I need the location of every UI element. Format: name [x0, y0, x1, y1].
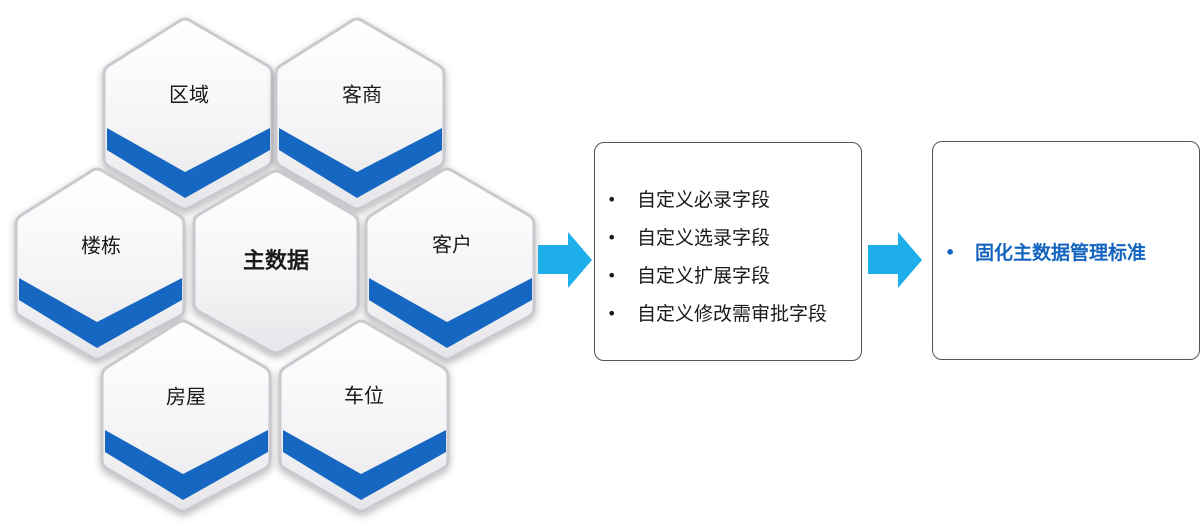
hex-label-region: 区域 — [169, 83, 209, 107]
bullet-icon: • — [607, 304, 617, 323]
hex-label-merchant: 客商 — [342, 83, 382, 107]
bullet-icon: • — [607, 266, 617, 285]
bullet-icon: • — [607, 228, 617, 247]
list-item: • 自定义扩展字段 — [607, 257, 827, 295]
arrow-right-icon — [868, 232, 922, 288]
hex-label-parking: 车位 — [344, 384, 384, 408]
bullet-icon: • — [945, 243, 956, 262]
hex-label-center: 主数据 — [243, 248, 309, 274]
hex-customer: 客户 — [364, 167, 536, 361]
list-item: • 自定义选录字段 — [607, 219, 827, 257]
custom-fields-box: • 自定义必录字段 • 自定义选录字段 • 自定义扩展字段 • 自定义修改需审批字段 — [594, 142, 862, 361]
hex-parking: 车位 — [278, 319, 450, 513]
list-item: • 固化主数据管理标准 — [945, 235, 1146, 271]
hex-label-house: 房屋 — [166, 385, 206, 409]
bullet-icon: • — [607, 190, 617, 209]
hex-label-building: 楼栋 — [81, 234, 121, 258]
hex-building: 楼栋 — [14, 167, 186, 361]
hex-region: 区域 — [102, 17, 274, 211]
list-item-label: 自定义必录字段 — [637, 189, 771, 211]
list-item: • 自定义修改需审批字段 — [607, 295, 827, 333]
arrow-right-icon — [538, 232, 592, 288]
custom-fields-list: • 自定义必录字段 • 自定义选录字段 • 自定义扩展字段 • 自定义修改需审批字段 — [607, 181, 827, 333]
list-item: • 自定义必录字段 — [607, 181, 827, 219]
list-item-label: 自定义选录字段 — [637, 227, 771, 249]
list-item-label: 固化主数据管理标准 — [975, 242, 1147, 264]
standard-box: • 固化主数据管理标准 — [932, 141, 1200, 360]
hex-merchant: 客商 — [274, 17, 446, 211]
standard-list: • 固化主数据管理标准 — [945, 235, 1146, 271]
list-item-label: 自定义修改需审批字段 — [637, 303, 828, 325]
list-item-label: 自定义扩展字段 — [637, 265, 771, 287]
hex-house: 房屋 — [100, 319, 272, 513]
hex-label-customer: 客户 — [432, 233, 472, 257]
hex-center: 主数据 — [192, 169, 360, 355]
